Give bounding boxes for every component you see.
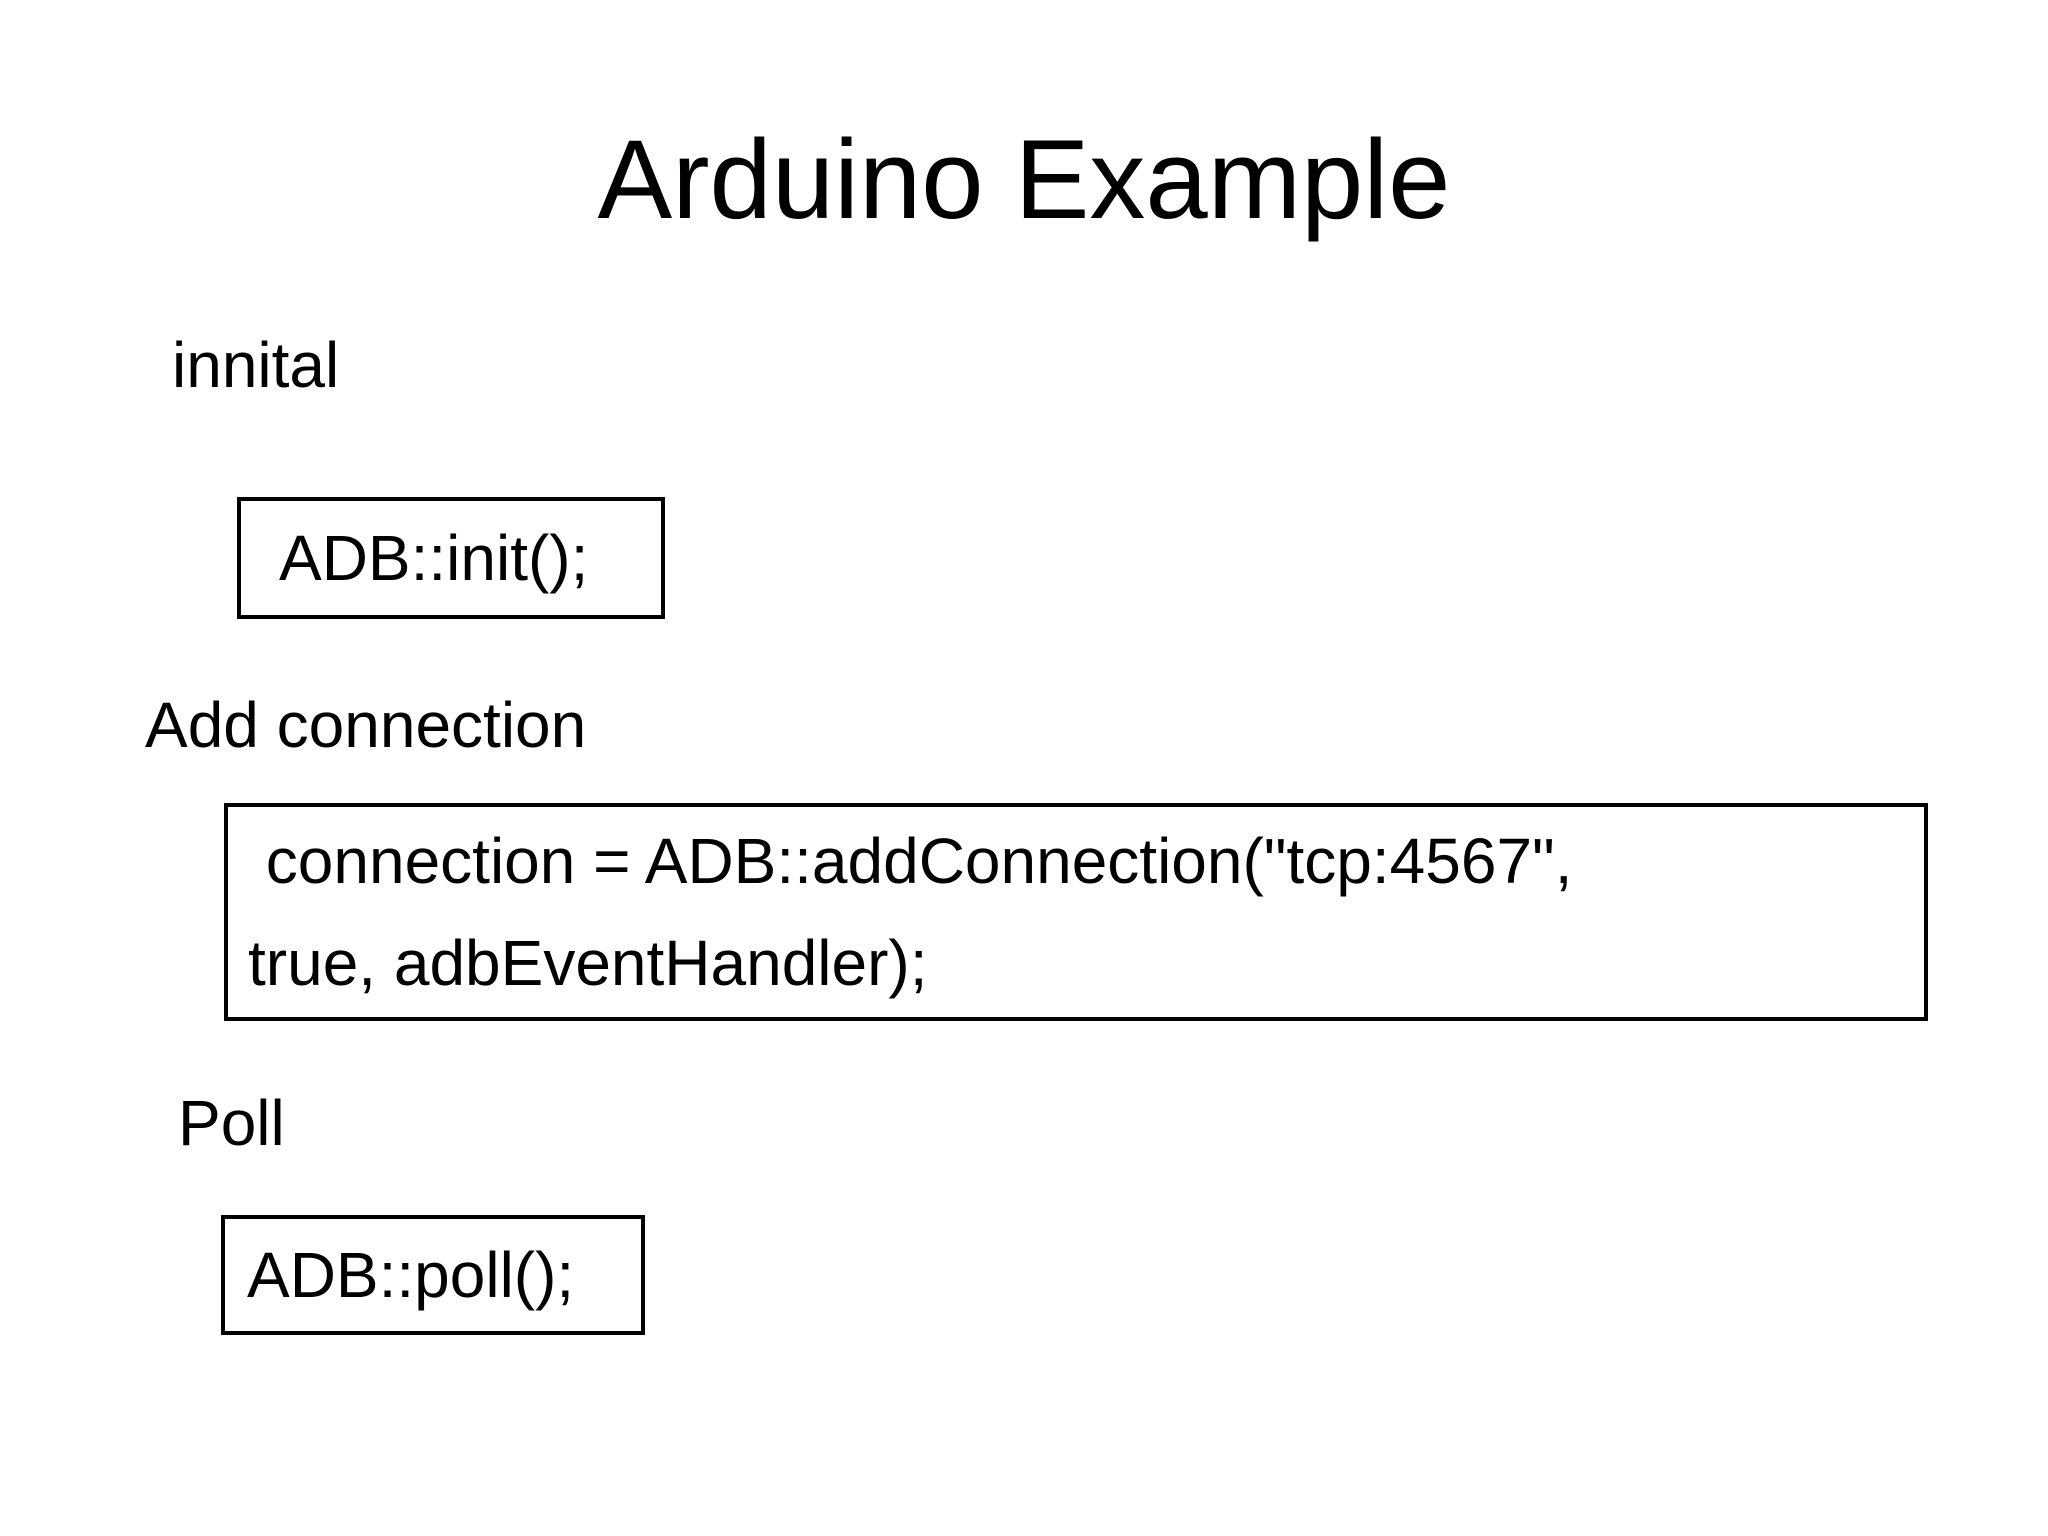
section-label-initial: innital (172, 329, 340, 401)
code-box-init: ADB::init(); (237, 497, 665, 619)
code-text-poll: ADB::poll(); (247, 1239, 575, 1311)
section-label-poll: Poll (178, 1087, 285, 1159)
code-line-1: connection = ADB::addConnection("tcp:456… (248, 825, 1573, 897)
code-text-add-connection: connection = ADB::addConnection("tcp:456… (248, 810, 1573, 1014)
code-line-2: true, adbEventHandler); (248, 927, 928, 999)
code-box-poll: ADB::poll(); (221, 1215, 645, 1335)
slide-title: Arduino Example (597, 117, 1451, 242)
section-label-add-connection: Add connection (145, 689, 587, 761)
code-text-init: ADB::init(); (279, 522, 589, 594)
code-box-add-connection: connection = ADB::addConnection("tcp:456… (224, 803, 1928, 1021)
